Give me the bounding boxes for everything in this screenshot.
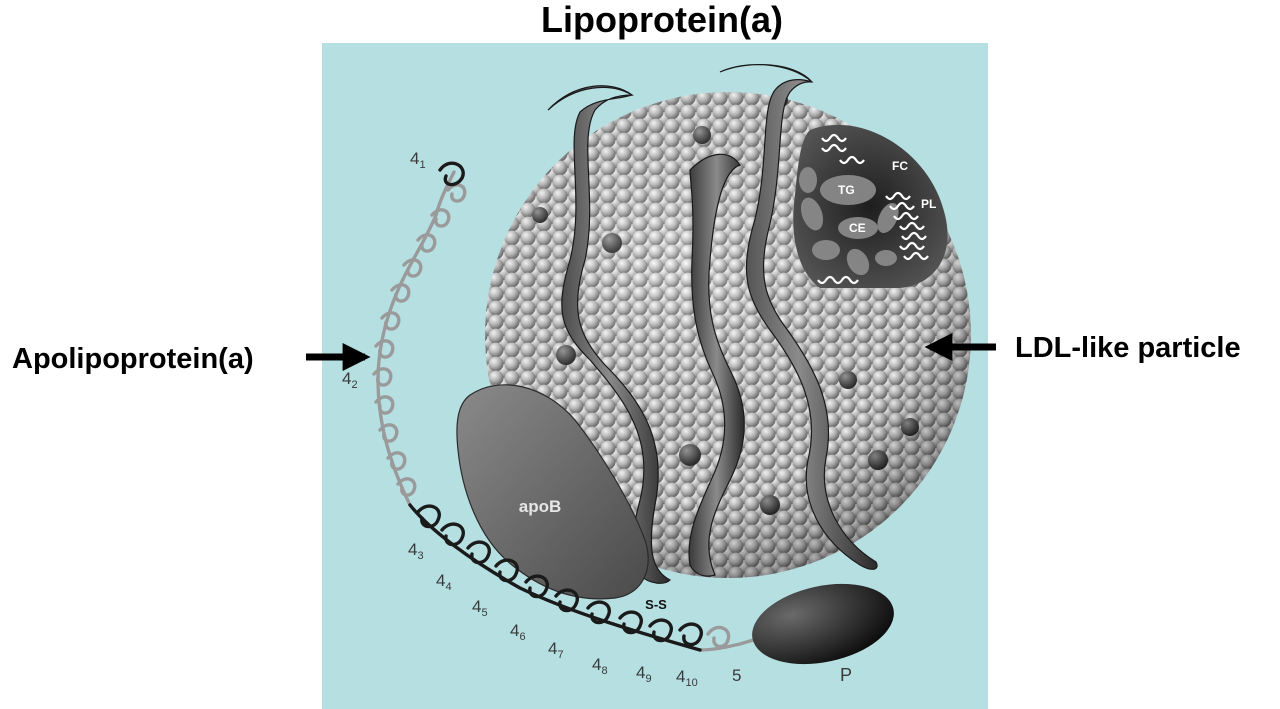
- apob-domain: apoB: [456, 384, 649, 600]
- kringle-label: 42: [342, 369, 358, 391]
- apob-label: apoB: [519, 497, 562, 516]
- kringle-label: 410: [676, 667, 698, 689]
- cholesteryl-ester-label: CE: [849, 221, 866, 235]
- apob-ribbon: [547, 64, 878, 584]
- kringle-label: 49: [636, 663, 652, 685]
- apolipoprotein-a-label: Apolipoprotein(a): [12, 343, 254, 375]
- protease-label: P: [840, 665, 852, 685]
- disulfide-bond-label: S-S: [645, 597, 667, 612]
- kringle-label: 43: [408, 540, 424, 562]
- apolipoprotein-a-chain: [372, 161, 762, 652]
- protease-domain: P: [752, 583, 894, 685]
- triglyceride-label: TG: [838, 183, 855, 197]
- diagram-title: Lipoprotein(a): [541, 0, 783, 40]
- free-cholesterol-label: FC: [892, 159, 908, 173]
- kringle-label: 46: [510, 621, 526, 643]
- kringle-label: 5: [732, 666, 741, 685]
- core-cutaway: FC TG PL CE: [793, 124, 948, 288]
- kringle-label: 45: [472, 597, 488, 619]
- kringle-label: 41: [410, 149, 426, 171]
- kringle-label: 44: [436, 571, 452, 593]
- kringle-label: 48: [592, 655, 608, 677]
- phospholipid-label: PL: [921, 197, 936, 211]
- triglyceride-molecule: [820, 175, 876, 205]
- kringle-label: 47: [548, 639, 564, 661]
- ldl-particle-callout: LDL-like particle: [924, 332, 1241, 364]
- kringle-labels: 41 42 43 44 45 46 47 48 49 410 5: [342, 149, 741, 689]
- ldl-particle-label: LDL-like particle: [1015, 332, 1241, 364]
- apolipoprotein-a-callout: Apolipoprotein(a): [12, 343, 371, 375]
